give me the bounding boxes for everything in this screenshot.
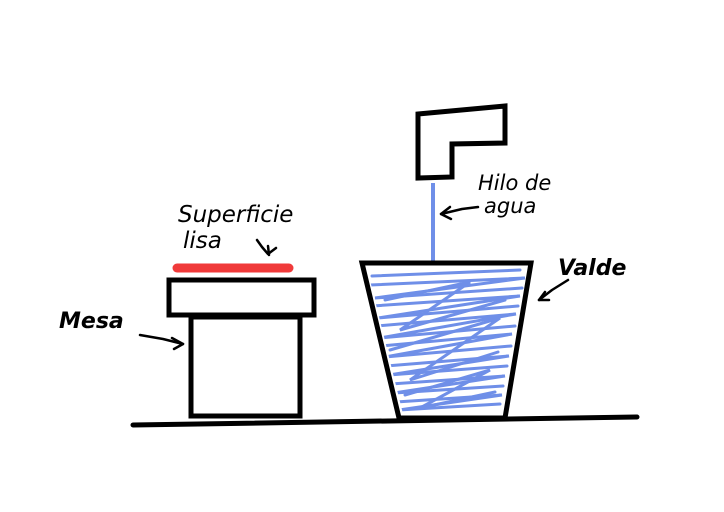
water-arrow (439, 205, 480, 216)
faucet (415, 103, 508, 181)
table-label: Mesa (59, 309, 124, 334)
bucket-outline (358, 260, 534, 421)
surface-arrow (255, 238, 278, 256)
bucket (358, 260, 534, 421)
table-base (188, 314, 303, 419)
table-top (166, 277, 317, 318)
table-arrow (138, 333, 185, 346)
bucket-label: Valde (558, 256, 626, 281)
ground-line (130, 414, 640, 428)
surface-label-line2: lisa (183, 228, 222, 254)
bucket-arrow (537, 278, 570, 302)
water-label-line2: agua (484, 194, 536, 218)
bucket-water (368, 268, 526, 412)
water-label-line1: Hilo de (478, 171, 551, 195)
surface-label-line1: Superficie (178, 202, 293, 228)
arrows (138, 205, 570, 351)
table (166, 277, 317, 419)
